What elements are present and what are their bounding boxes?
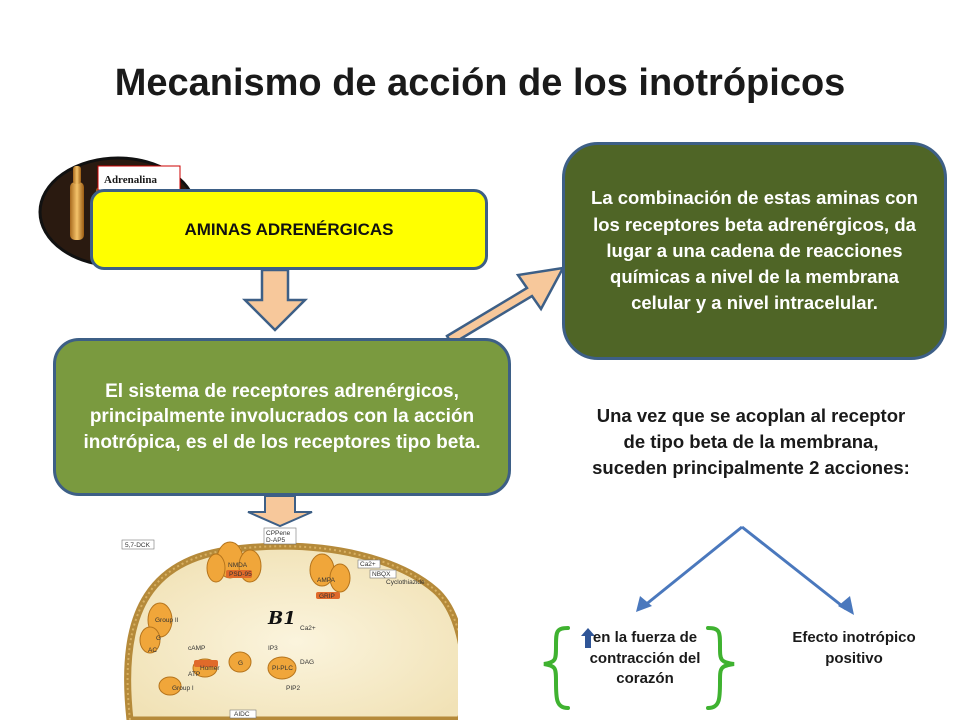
svg-text:IP3: IP3 (268, 645, 278, 652)
svg-text:Group II: Group II (155, 617, 179, 624)
svg-text:DAG: DAG (300, 659, 314, 666)
svg-text:Ca2+: Ca2+ (360, 561, 376, 568)
ampoule-label: Adrenalina (104, 174, 157, 186)
svg-text:PI-PLC: PI-PLC (272, 665, 293, 672)
diagonal-arrow (445, 266, 566, 346)
fuerza-text: en la fuerza de contracción del corazón (589, 629, 701, 688)
svg-text:CPPene: CPPene (266, 530, 291, 537)
svg-text:NBQX: NBQX (372, 571, 391, 578)
svg-text:AMPA: AMPA (317, 577, 336, 584)
svg-text:G: G (238, 660, 243, 667)
connector-arrowhead-left (636, 596, 652, 612)
svg-text:PIP2: PIP2 (286, 685, 300, 692)
svg-text:cAMP: cAMP (188, 645, 205, 652)
svg-text:G: G (156, 635, 161, 642)
combinacion-box: La combinación de estas aminas con los r… (562, 142, 947, 360)
up-arrow-icon (581, 628, 595, 648)
acoplan-text: Una vez que se acoplan al receptor de ti… (592, 405, 910, 478)
receptores-box: El sistema de receptores adrenérgicos, p… (53, 338, 511, 496)
split-connector (643, 525, 847, 611)
svg-text:Cyclothiazide: Cyclothiazide (386, 579, 425, 586)
efecto-inotropico-text: Efecto inotrópico positivo (792, 629, 916, 667)
membrane-label: B1 (267, 608, 296, 629)
svg-text:Ca2+: Ca2+ (300, 625, 316, 632)
page-title: Mecanismo de acción de los inotrópicos (114, 62, 846, 104)
aminas-adrenergicas-box: AMINAS ADRENÉRGICAS (90, 189, 488, 270)
svg-text:AC: AC (148, 647, 157, 654)
curly-bracket (543, 626, 735, 710)
svg-text:D-AP5: D-AP5 (266, 537, 286, 544)
svg-text:Homer: Homer (200, 665, 220, 672)
svg-text:ATP: ATP (188, 671, 200, 678)
svg-text:PSD-95: PSD-95 (229, 571, 252, 578)
connector-arrowhead-right (838, 596, 854, 615)
svg-text:NMDA: NMDA (228, 562, 248, 569)
down-arrow-small (247, 495, 313, 528)
down-arrow (241, 268, 309, 332)
membrane-diagram: 5,7-DCK CPPene D-AP5 Ca2+ NBQX Cyclothia… (121, 527, 458, 720)
svg-text:Group I: Group I (172, 685, 194, 692)
svg-text:GRIP: GRIP (319, 593, 335, 600)
svg-text:AIDC: AIDC (234, 711, 250, 718)
svg-text:5,7-DCK: 5,7-DCK (125, 542, 151, 549)
